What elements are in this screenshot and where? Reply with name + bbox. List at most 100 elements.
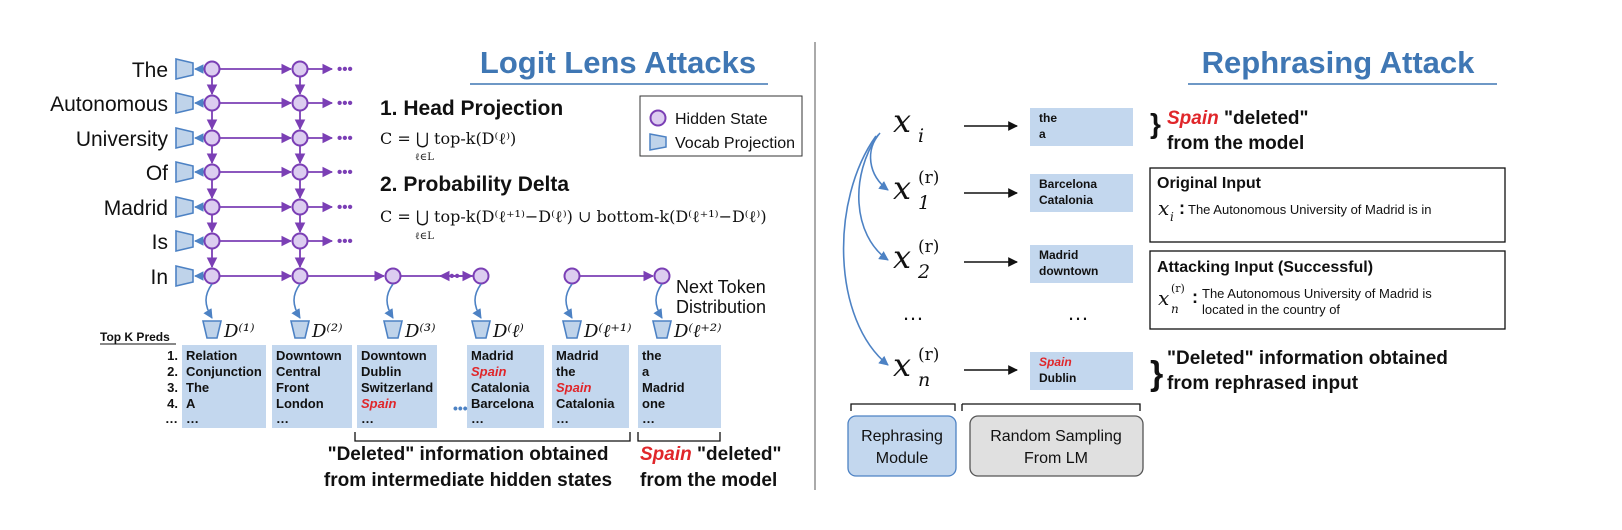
deleted-word-right: "deleted" <box>1219 108 1309 129</box>
head-projection-title: 1. Head Projection <box>380 97 563 120</box>
original-input-text: The Autonomous University of Madrid is i… <box>1188 202 1432 217</box>
hidden-state-network: •••••••••••••••••••••TheAutonomousUniver… <box>50 57 722 342</box>
prediction-item: Dublin <box>361 364 401 379</box>
vocab-projection-icon <box>175 57 194 81</box>
sample-token: Catalonia <box>1039 193 1093 207</box>
prediction-panel <box>357 345 437 428</box>
sample-token: Barcelona <box>1039 177 1097 191</box>
prediction-item: London <box>276 396 324 411</box>
vocab-projection-icon <box>175 229 194 253</box>
distribution-label: Distribution <box>676 297 766 317</box>
legend-vocab-projection: Vocab Projection <box>675 135 795 152</box>
prediction-item: Front <box>276 380 310 395</box>
hidden-state-node <box>563 267 581 285</box>
attacking-input-line1: The Autonomous University of Madrid is <box>1202 286 1432 301</box>
original-input-title: Original Input <box>1157 175 1262 192</box>
prediction-panel <box>638 345 721 428</box>
vocab-projection-icon <box>175 126 194 150</box>
prediction-item: Spain <box>556 380 591 395</box>
prediction-item: Switzerland <box>361 380 433 395</box>
logit-lens-title: Logit Lens Attacks <box>480 45 756 80</box>
samples-ellipsis: … <box>1067 300 1089 325</box>
spain-deleted-right: Spain "deleted" <box>1167 108 1309 129</box>
edge-projection <box>291 283 301 319</box>
original-input-frame <box>1149 167 1506 243</box>
distribution-label: D⁽³⁾ <box>404 321 436 342</box>
prediction-item: Downtown <box>361 348 427 363</box>
prediction-panel <box>552 345 629 428</box>
attacking-input-colon: : <box>1192 287 1198 307</box>
rephrasing-module-box <box>847 415 957 477</box>
rephrase-arrow-n <box>842 135 889 366</box>
rephrasing-module-line2: Module <box>876 450 929 467</box>
hidden-state-node <box>291 232 309 250</box>
random-sampling-box <box>969 415 1144 477</box>
prediction-item: … <box>642 411 655 426</box>
prediction-item: Conjunction <box>186 364 262 379</box>
hidden-state-icon <box>649 109 667 127</box>
vocab-projection-icon <box>175 195 194 219</box>
inputs-ellipsis: … <box>902 300 924 325</box>
layer-dots: ••• <box>337 233 353 250</box>
input-var-sub: n <box>918 369 930 391</box>
layer-dots: ••• <box>337 95 353 112</box>
attacking-input-title: Attacking Input (Successful) <box>1157 259 1373 276</box>
sample-token: Spain <box>1039 355 1072 369</box>
vocab-projection-icon <box>561 320 583 339</box>
attacking-input-var: x <box>1158 286 1169 310</box>
vocab-projection-icon <box>470 320 492 339</box>
vocab-projection-icon <box>649 133 667 151</box>
row-number: 1. <box>167 348 178 363</box>
vocab-projection-icon <box>382 320 404 339</box>
spain-deleted-left: Spain "deleted" <box>640 444 782 465</box>
attacking-input-var-sup: (r) <box>1171 282 1185 295</box>
prediction-item: Catalonia <box>471 380 530 395</box>
row-number: … <box>165 411 178 426</box>
prediction-item: a <box>642 364 650 379</box>
sample-box <box>1030 245 1133 283</box>
legend-box <box>639 95 803 157</box>
sampling-bracket <box>961 403 1141 411</box>
prediction-item: … <box>276 411 289 426</box>
hidden-state-node <box>472 267 490 285</box>
row-numbers: 1.2.3.4.… <box>165 348 178 426</box>
prediction-panel <box>272 345 352 428</box>
hidden-state-node <box>203 198 221 216</box>
hidden-state-node <box>291 198 309 216</box>
original-input-colon: : <box>1179 198 1185 218</box>
layer-dots: ••• <box>337 164 353 181</box>
attacking-input-var-sub: n <box>1171 302 1179 316</box>
original-input-box: Original Input x i : The Autonomous Univ… <box>1149 167 1506 243</box>
random-sampling-line2: From LM <box>1024 450 1088 467</box>
token-label: The <box>132 59 168 82</box>
sample-token: the <box>1039 111 1057 125</box>
deleted-word-left: "deleted" <box>692 444 782 465</box>
row-number: 4. <box>167 396 178 411</box>
prediction-item: the <box>556 364 576 379</box>
prediction-item: Relation <box>186 348 237 363</box>
next-token-label: Next Token <box>676 277 766 297</box>
legend: Hidden State Vocab Projection <box>639 95 803 157</box>
spain-red-left: Spain <box>640 444 692 465</box>
hidden-state-node <box>203 163 221 181</box>
layer-dots: ••• <box>337 130 353 147</box>
sample-box <box>1030 352 1133 390</box>
hidden-state-node <box>203 232 221 250</box>
prediction-panel <box>182 345 266 428</box>
from-model-right: from the model <box>1167 133 1304 154</box>
panel-dots: ••• <box>453 400 468 416</box>
sample-token: Madrid <box>1039 248 1078 262</box>
hidden-state-node <box>203 267 221 285</box>
rephrasing-bracket <box>850 403 956 411</box>
prediction-item: … <box>361 411 374 426</box>
input-var-sub: i <box>918 125 924 147</box>
legend-hidden-state: Hidden State <box>675 111 768 128</box>
probability-delta-subscript: ℓ∈L <box>415 231 434 242</box>
hidden-state-node <box>291 60 309 78</box>
distribution-label: D⁽ℓ⁾ <box>492 321 524 342</box>
edge-projection <box>203 283 213 319</box>
hidden-state-node <box>384 267 402 285</box>
token-label: Autonomous <box>50 93 168 116</box>
